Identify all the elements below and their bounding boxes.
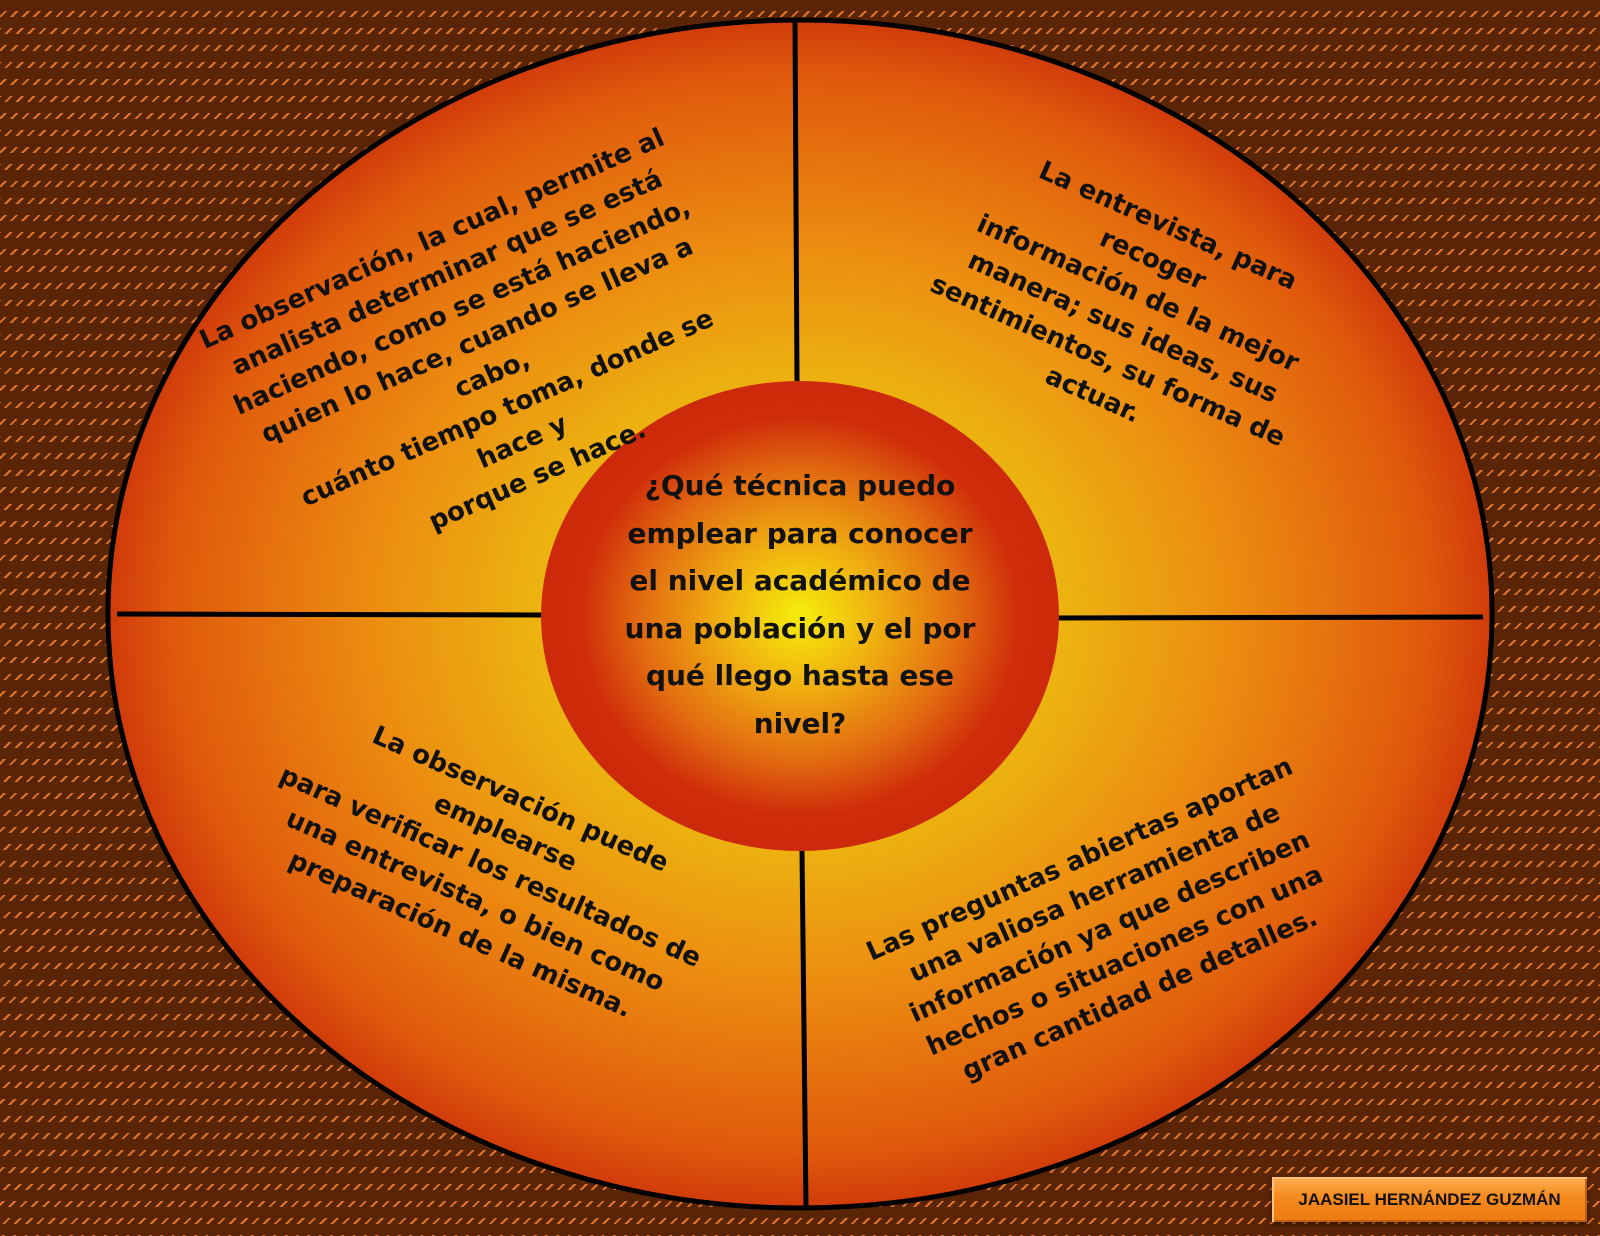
author-label: JAASIEL HERNÁNDEZ GUZMÁN <box>1272 1177 1587 1222</box>
divider-top <box>792 19 800 382</box>
center-question: ¿Qué técnica puedo emplear para conocer … <box>624 469 976 740</box>
inner-circle <box>541 381 1059 851</box>
divider-right <box>1057 614 1484 621</box>
divider-bottom <box>799 850 809 1209</box>
divider-left <box>116 611 542 618</box>
